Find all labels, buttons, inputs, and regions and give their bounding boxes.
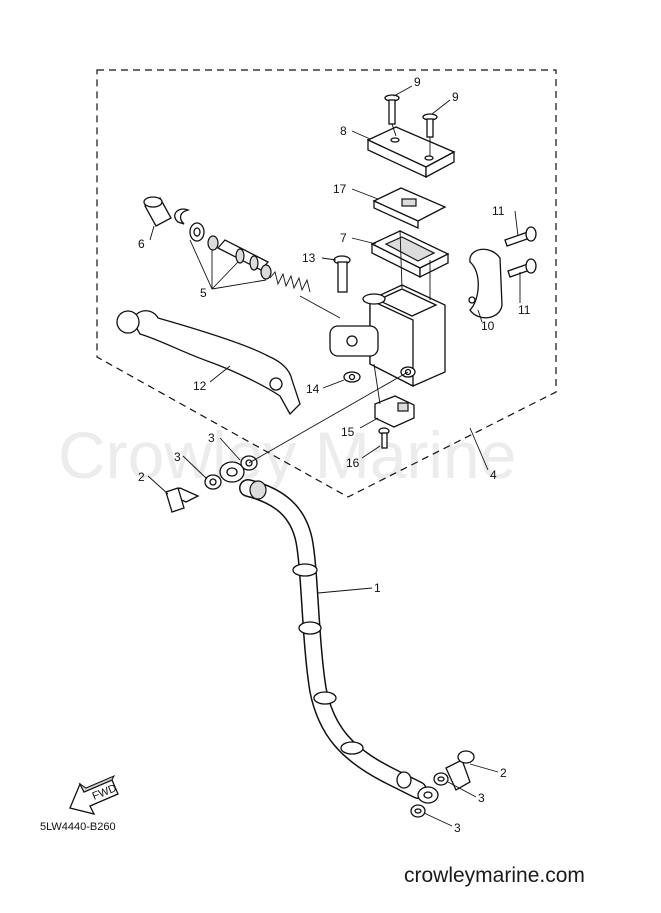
union-bolt-2-lower xyxy=(445,750,475,791)
fwd-arrow-icon xyxy=(69,775,119,815)
seal-ring xyxy=(207,235,219,251)
screw-9-right xyxy=(422,113,438,138)
gasket-3-lower-b xyxy=(410,804,426,818)
callout-6: 6 xyxy=(138,237,145,251)
reservoir-cap-8 xyxy=(366,126,456,179)
callout-7: 7 xyxy=(340,231,347,245)
clamp-holder-10 xyxy=(468,248,503,319)
callout-12: 12 xyxy=(193,379,207,393)
callout-17: 17 xyxy=(333,182,347,196)
diaphragm-plate-17 xyxy=(372,187,447,230)
screw-9-left xyxy=(384,94,400,125)
bolt-11-upper xyxy=(504,226,537,247)
piston xyxy=(216,239,270,271)
brake-hose-1 xyxy=(239,479,427,799)
website-url: crowleymarine.com xyxy=(404,864,585,887)
callout-3: 3 xyxy=(454,821,461,835)
watermark-text: Crowley Marine xyxy=(58,418,516,492)
banjo-fitting-lower xyxy=(417,786,439,804)
brake-switch-15 xyxy=(374,395,415,428)
callout-16: 16 xyxy=(346,456,360,470)
callout-13: 13 xyxy=(302,251,316,265)
gasket-3-lower-a xyxy=(433,772,449,786)
brake-lever-12 xyxy=(116,310,301,416)
diaphragm-7 xyxy=(370,230,450,279)
banjo-fitting-upper xyxy=(219,461,245,483)
callout-3: 3 xyxy=(174,450,181,464)
union-bolt-2-upper xyxy=(165,487,200,513)
bolt-11-lower xyxy=(507,258,537,278)
callout-4: 4 xyxy=(490,468,497,482)
callout-3: 3 xyxy=(478,791,485,805)
master-cylinder-body xyxy=(329,284,446,388)
spring xyxy=(269,271,311,293)
screw-16 xyxy=(378,427,390,449)
nut-14 xyxy=(343,371,361,383)
diagram-reference-code: 5LW4440-B260 xyxy=(40,821,116,833)
seal-ring-2 xyxy=(260,264,272,280)
callout-15: 15 xyxy=(341,425,355,439)
pivot-bolt-13 xyxy=(333,255,351,293)
assembly-boundary xyxy=(96,69,557,498)
callout-3: 3 xyxy=(208,431,215,445)
circlip xyxy=(174,208,191,225)
leader-lines xyxy=(147,85,521,827)
callout-14: 14 xyxy=(306,382,320,396)
washer-small xyxy=(189,222,205,242)
callout-1: 1 xyxy=(374,581,381,595)
callout-10: 10 xyxy=(481,319,495,333)
gasket-3-upper-a xyxy=(204,474,222,490)
callout-5: 5 xyxy=(200,286,207,300)
callout-9: 9 xyxy=(452,90,459,104)
callout-8: 8 xyxy=(340,124,347,138)
callout-11: 11 xyxy=(518,303,531,317)
callout-2: 2 xyxy=(500,766,507,780)
dust-boot-6 xyxy=(143,196,172,227)
callout-9: 9 xyxy=(414,75,421,89)
callout-2: 2 xyxy=(138,470,145,484)
callout-11: 11 xyxy=(492,204,505,218)
